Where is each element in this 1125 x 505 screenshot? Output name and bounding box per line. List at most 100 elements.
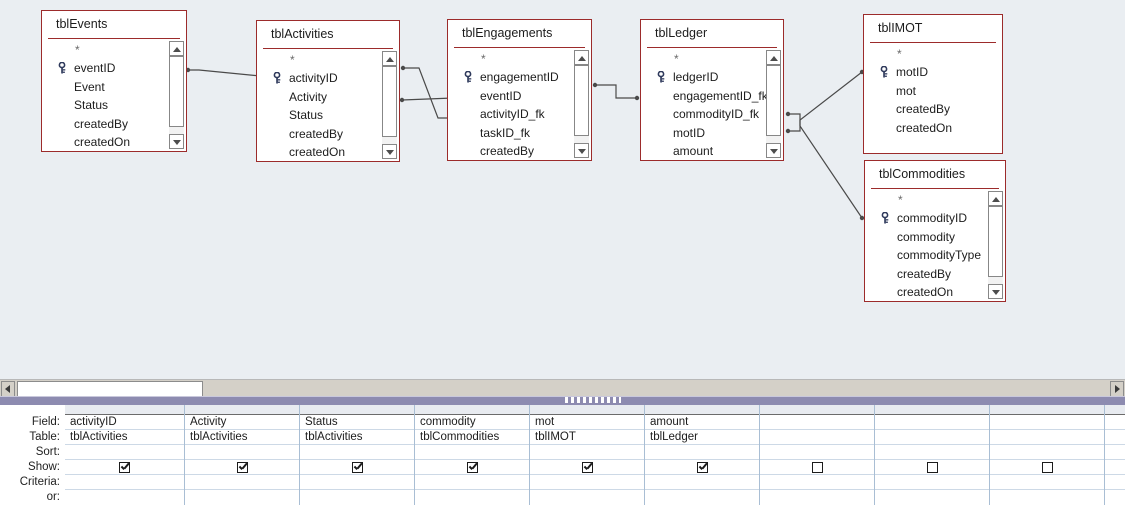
field-item-activityID_fk[interactable]: activityID_fk [448,105,591,124]
scroll-right-button[interactable] [1110,381,1124,397]
scroll-up-button[interactable] [382,51,397,66]
table-box-title[interactable]: tblEvents [42,11,186,38]
table-box-title[interactable]: tblLedger [641,20,783,47]
grid-column-7[interactable] [760,405,875,505]
field-item-taskID_fk[interactable]: taskID_fk [448,124,591,143]
field-cell[interactable] [875,415,989,430]
sort-cell[interactable] [65,445,184,460]
show-checkbox[interactable] [351,461,363,473]
field-item-asterisk[interactable]: * [864,46,1002,63]
pane-splitter[interactable] [0,396,1125,405]
field-item-asterisk[interactable]: * [865,192,1005,209]
scroll-down-button[interactable] [382,144,397,159]
field-item-asterisk[interactable]: * [641,51,783,68]
field-item-commodityID[interactable]: commodityID [865,209,1005,228]
scroll-down-button[interactable] [988,284,1003,299]
or-cell[interactable] [300,490,414,505]
field-list-scrollbar[interactable] [574,50,589,158]
show-cell[interactable] [300,460,414,475]
column-selector-bar[interactable] [645,405,759,415]
field-item-engagementID_fk[interactable]: engagementID_fk [641,87,783,106]
field-list-scrollbar[interactable] [988,191,1003,299]
field-item-Activity[interactable]: Activity [257,88,399,107]
show-checkbox[interactable] [811,461,823,473]
criteria-cell[interactable] [185,475,299,490]
field-cell[interactable]: Activity [185,415,299,430]
table-box-title[interactable]: tblEngagements [448,20,591,47]
splitter-grip-icon[interactable] [565,397,621,403]
criteria-cell[interactable] [65,475,184,490]
field-item-createdOn[interactable]: createdOn [864,119,1002,138]
show-checkbox[interactable] [466,461,478,473]
column-selector-bar[interactable] [760,405,874,415]
show-checkbox[interactable] [236,461,248,473]
sort-cell[interactable] [990,445,1104,460]
or-cell[interactable] [990,490,1104,505]
field-item-commodityID_fk[interactable]: commodityID_fk [641,105,783,124]
column-selector-bar[interactable] [1105,405,1125,415]
sort-cell[interactable] [875,445,989,460]
field-item-createdOn[interactable]: createdOn [42,133,186,151]
field-scroll-thumb[interactable] [988,206,1003,277]
table-box-title[interactable]: tblCommodities [865,161,1005,188]
criteria-cell[interactable] [760,475,874,490]
show-cell[interactable] [415,460,529,475]
or-cell[interactable] [875,490,989,505]
show-checkbox[interactable] [581,461,593,473]
field-cell[interactable] [990,415,1104,430]
column-selector-bar[interactable] [990,405,1104,415]
field-item-Status[interactable]: Status [257,106,399,125]
show-cell[interactable] [1105,460,1125,475]
field-cell[interactable]: mot [530,415,644,430]
field-cell[interactable]: commodity [415,415,529,430]
column-selector-bar[interactable] [300,405,414,415]
sort-cell[interactable] [300,445,414,460]
field-item-asterisk[interactable]: * [257,52,399,69]
field-item-createdBy[interactable]: createdBy [864,100,1002,119]
sort-cell[interactable] [1105,445,1125,460]
table-cell[interactable]: tblCommodities [415,430,529,445]
show-checkbox[interactable] [926,461,938,473]
table-cell[interactable] [1105,430,1125,445]
diagram-horizontal-scrollbar[interactable] [0,379,1125,397]
field-item-engagementID[interactable]: engagementID [448,68,591,87]
table-cell[interactable]: tblIMOT [530,430,644,445]
table-cell[interactable]: tblActivities [185,430,299,445]
query-design-grid[interactable]: Field: Table: Sort: Show: Criteria: or: … [0,405,1125,505]
sort-cell[interactable] [760,445,874,460]
field-cell[interactable] [1105,415,1125,430]
criteria-cell[interactable] [645,475,759,490]
show-cell[interactable] [990,460,1104,475]
field-item-createdOn[interactable]: createdOn [865,283,1005,301]
or-cell[interactable] [65,490,184,505]
field-cell[interactable]: Status [300,415,414,430]
field-item-mot[interactable]: mot [864,82,1002,101]
show-cell[interactable] [530,460,644,475]
scroll-up-button[interactable] [574,50,589,65]
table-cell[interactable]: tblActivities [65,430,184,445]
or-cell[interactable] [1105,490,1125,505]
show-cell[interactable] [185,460,299,475]
field-item-createdOn[interactable]: createdOn [257,143,399,161]
join-line-5[interactable] [788,113,863,219]
sort-cell[interactable] [185,445,299,460]
or-cell[interactable] [415,490,529,505]
or-cell[interactable] [185,490,299,505]
column-selector-bar[interactable] [530,405,644,415]
sort-cell[interactable] [645,445,759,460]
or-cell[interactable] [760,490,874,505]
field-item-asterisk[interactable]: * [448,51,591,68]
sort-cell[interactable] [530,445,644,460]
field-item-Status[interactable]: Status [42,96,186,115]
